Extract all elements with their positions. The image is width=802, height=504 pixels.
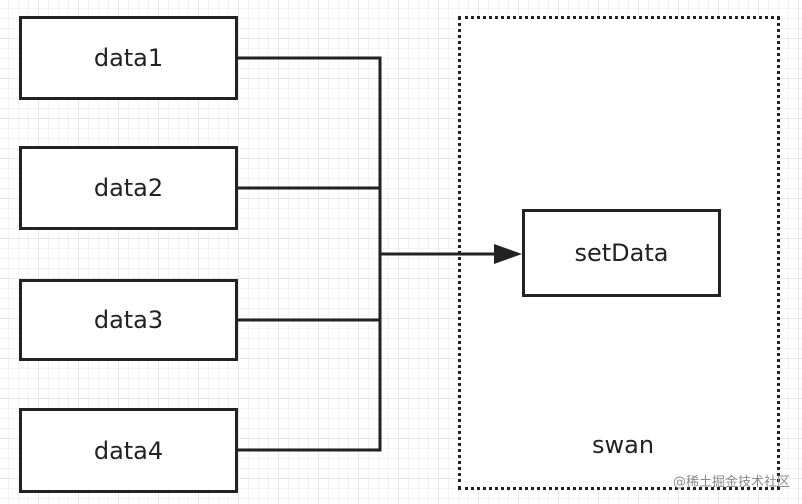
data1-box: data1 <box>19 16 238 100</box>
arrowhead-icon <box>494 244 522 264</box>
data3-box: data3 <box>19 279 238 361</box>
data4-box: data4 <box>19 408 238 493</box>
swan-label: swan <box>592 431 655 459</box>
watermark: @稀土掘金技术社区 <box>672 475 790 490</box>
setdata-box: setData <box>522 209 721 297</box>
